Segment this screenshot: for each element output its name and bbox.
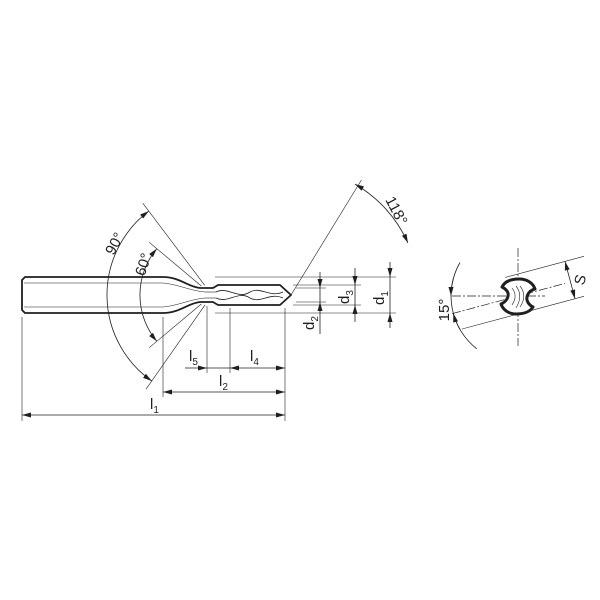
l1-label: l1: [150, 396, 159, 416]
d2-label-main: d: [301, 322, 318, 330]
l4-label: l4: [250, 348, 259, 368]
l2-label-main: l: [219, 373, 222, 390]
l2-label: l2: [219, 373, 228, 393]
angle-90-arc: [106, 210, 153, 382]
l5-label-main: l: [189, 348, 192, 365]
angle-15-arc: [450, 262, 478, 350]
diameter-dimensions: d1 d3 d2: [215, 262, 396, 334]
across-flats-label: S: [571, 273, 590, 287]
angle-90-leg-lower: [145, 304, 206, 390]
section-hatch-2: [515, 285, 521, 309]
angle-118-label: 118°: [381, 194, 410, 228]
cross-section-view: 15° S: [436, 248, 590, 350]
angle-15-arrow-upper: [448, 278, 454, 297]
d1-label: d1: [371, 291, 391, 305]
tool-outline: [21, 276, 292, 314]
angle-118-leg: [290, 179, 362, 296]
d3-label-main: d: [336, 296, 353, 304]
d1-label-main: d: [371, 297, 388, 305]
l2-label-sub: 2: [222, 382, 228, 393]
section-profile: [499, 277, 537, 316]
angle-15-arrow-lower: [452, 313, 461, 330]
l5-label-sub: 5: [192, 357, 198, 368]
length-dimensions: l5 l4 l2 l1: [21, 306, 286, 421]
angle-60-label: 60°: [132, 251, 155, 278]
flute-edge-lower: [215, 295, 284, 301]
l4-label-main: l: [250, 348, 253, 365]
l1-label-sub: 1: [153, 405, 159, 416]
d1-label-sub: 1: [380, 291, 391, 297]
across-flats-line-upper: [504, 256, 585, 278]
angle-90-label: 90°: [102, 230, 128, 258]
l4-label-sub: 4: [253, 357, 259, 368]
taper-inner-bottom: [162, 297, 206, 308]
angle-60-arc: [139, 248, 158, 342]
l5-label: l5: [189, 348, 198, 368]
angle-90-leg-upper: [142, 203, 206, 286]
d2-label: d2: [301, 316, 321, 330]
angle-constructions: 90° 60° 118°: [102, 179, 411, 390]
section-hatch-3: [519, 285, 525, 308]
l1-label-main: l: [150, 396, 153, 413]
angle-15-label: 15°: [436, 299, 453, 322]
angle-60-leg-upper: [149, 242, 202, 287]
d3-label: d3: [336, 290, 356, 304]
d3-label-sub: 3: [345, 290, 356, 296]
section-hatch-1: [511, 287, 516, 306]
d2-label-sub: 2: [310, 316, 321, 322]
across-flats-dim-line: [564, 261, 576, 299]
flute-edge-upper: [215, 289, 284, 295]
centerline-tilted: [451, 283, 566, 315]
angle-60-leg-lower: [149, 303, 202, 348]
tool-side-view: [21, 276, 292, 314]
angle-118-arc: [354, 183, 409, 244]
taper-inner-top: [162, 282, 206, 293]
